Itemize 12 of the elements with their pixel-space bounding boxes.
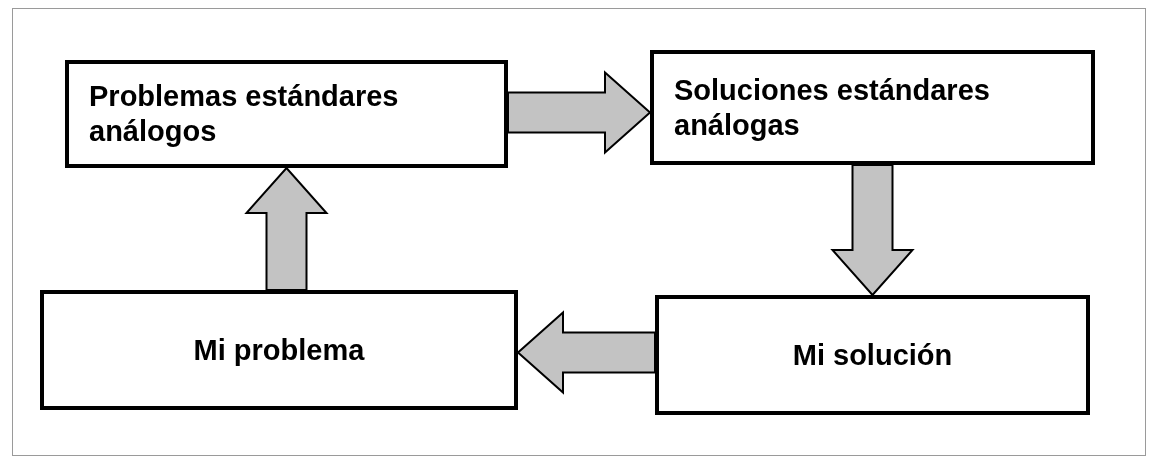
block-arrow (830, 164, 915, 297)
block-arrow (244, 166, 329, 291)
box-label: Mi problema (193, 332, 365, 368)
process-box (650, 50, 1095, 165)
process-box (40, 290, 518, 410)
block-arrow (507, 70, 652, 155)
block-arrow (516, 310, 656, 395)
box-label: Mi solución (792, 337, 953, 373)
process-box (655, 295, 1090, 415)
box-label: Problemas estándares análogos (89, 79, 400, 149)
process-box (65, 60, 508, 168)
box-label: Soluciones estándares análogas (674, 72, 991, 143)
